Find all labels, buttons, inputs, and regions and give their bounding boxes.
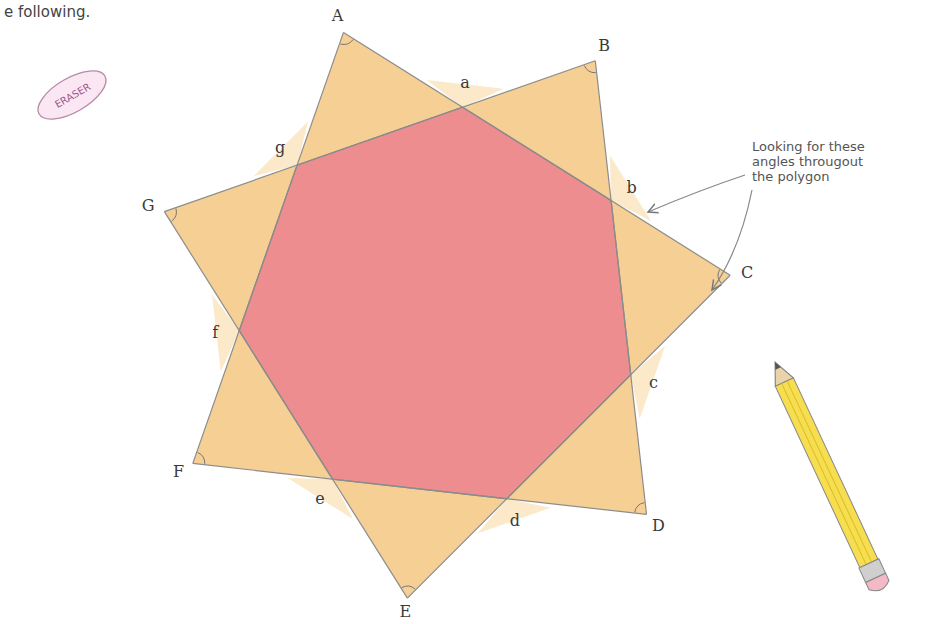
angle-arc [635, 503, 645, 513]
angle-label: c [649, 374, 658, 392]
angle-label: a [460, 74, 470, 92]
star-line [193, 463, 647, 514]
pencil-drawing [765, 358, 891, 595]
angle-label: f [212, 324, 218, 342]
angle-arc [171, 208, 176, 221]
vertex-label: A [332, 7, 344, 25]
star-line [407, 275, 730, 598]
angle-arc [584, 66, 595, 73]
vertex-label: C [741, 264, 753, 282]
star-line [193, 32, 344, 463]
angle-arc [340, 40, 353, 45]
pale-region [610, 156, 651, 221]
angle-label: e [315, 490, 324, 508]
angle-label: b [626, 179, 636, 197]
inner-heptagon [239, 107, 631, 499]
vertex-label: B [598, 37, 610, 55]
eraser-drawing [31, 61, 114, 128]
vertex-label: G [142, 197, 155, 215]
pale-region [212, 295, 239, 372]
angle-arc [402, 586, 415, 589]
vertex-label: E [399, 603, 411, 621]
angle-arc [198, 452, 205, 463]
vertex-label: F [173, 463, 184, 481]
star-line [164, 212, 407, 599]
vertex-label: D [652, 517, 665, 535]
callout-note: Looking for these angles througout the p… [752, 140, 877, 185]
star-line [164, 61, 595, 212]
star-fill [164, 32, 730, 598]
angle-label: g [275, 139, 285, 157]
angle-label: d [510, 512, 520, 530]
star-line [595, 61, 646, 515]
heading-fragment: e following. [4, 4, 90, 21]
pale-region [288, 478, 353, 519]
star-line [343, 32, 730, 275]
leader-arrow [648, 175, 745, 212]
